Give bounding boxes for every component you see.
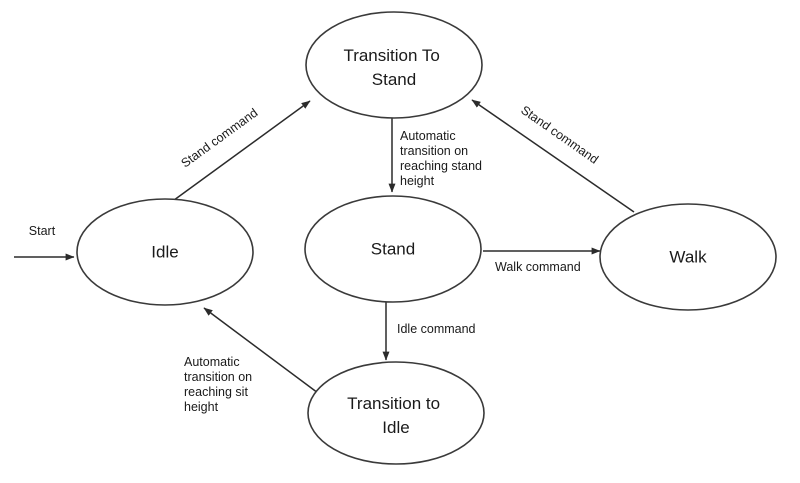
node-label-idle: Idle — [151, 242, 178, 261]
node-transition-to-stand[interactable]: Transition To Stand — [305, 11, 483, 119]
edge-line-walk-to-transition-to-stand — [471, 99, 635, 213]
node-shape-transition-to-idle[interactable] — [307, 361, 485, 465]
node-idle[interactable]: Idle — [76, 198, 254, 306]
node-shape-walk[interactable] — [599, 203, 777, 311]
node-shape-stand[interactable] — [304, 195, 482, 303]
node-stand[interactable]: Stand — [304, 195, 482, 303]
edge-stand-to-walk: Walk command — [483, 247, 601, 274]
edge-label-automatic-sit: Automatic transition on reaching sit hei… — [184, 355, 256, 414]
edge-label-idle-command: Idle command — [397, 322, 476, 336]
edge-label-walk-command: Walk command — [495, 260, 581, 274]
edge-transition-to-stand-to-stand: Automatic transition on reaching stand h… — [388, 118, 486, 193]
edge-label-automatic-stand: Automatic transition on reaching stand h… — [400, 129, 486, 188]
edge-transition-to-idle-to-idle: Automatic transition on reaching sit hei… — [184, 307, 319, 414]
edge-walk-to-transition-to-stand: Stand command — [471, 99, 635, 213]
edge-label-stand-command-right: Stand command — [518, 103, 601, 167]
edge-line-idle-to-transition-to-stand — [169, 100, 311, 204]
node-shape-transition-to-stand[interactable] — [305, 11, 483, 119]
node-shape-idle[interactable] — [76, 198, 254, 306]
node-label-transition-to-stand: Transition To Stand — [343, 46, 444, 89]
node-label-stand: Stand — [371, 239, 415, 258]
node-label-transition-to-idle: Transition to Idle — [347, 394, 445, 437]
node-transition-to-idle[interactable]: Transition to Idle — [307, 361, 485, 465]
edge-stand-to-transition-to-idle: Idle command — [382, 302, 476, 361]
edge-idle-to-transition-to-stand: Stand command — [169, 100, 311, 204]
node-walk[interactable]: Walk — [599, 203, 777, 311]
node-label-walk: Walk — [669, 247, 707, 266]
edge-label-start: Start — [29, 224, 56, 238]
edge-line-transition-to-idle-to-idle — [203, 307, 319, 394]
edge-label-stand-command-left: Stand command — [179, 106, 261, 171]
edge-start-to-idle: Start — [14, 224, 75, 261]
